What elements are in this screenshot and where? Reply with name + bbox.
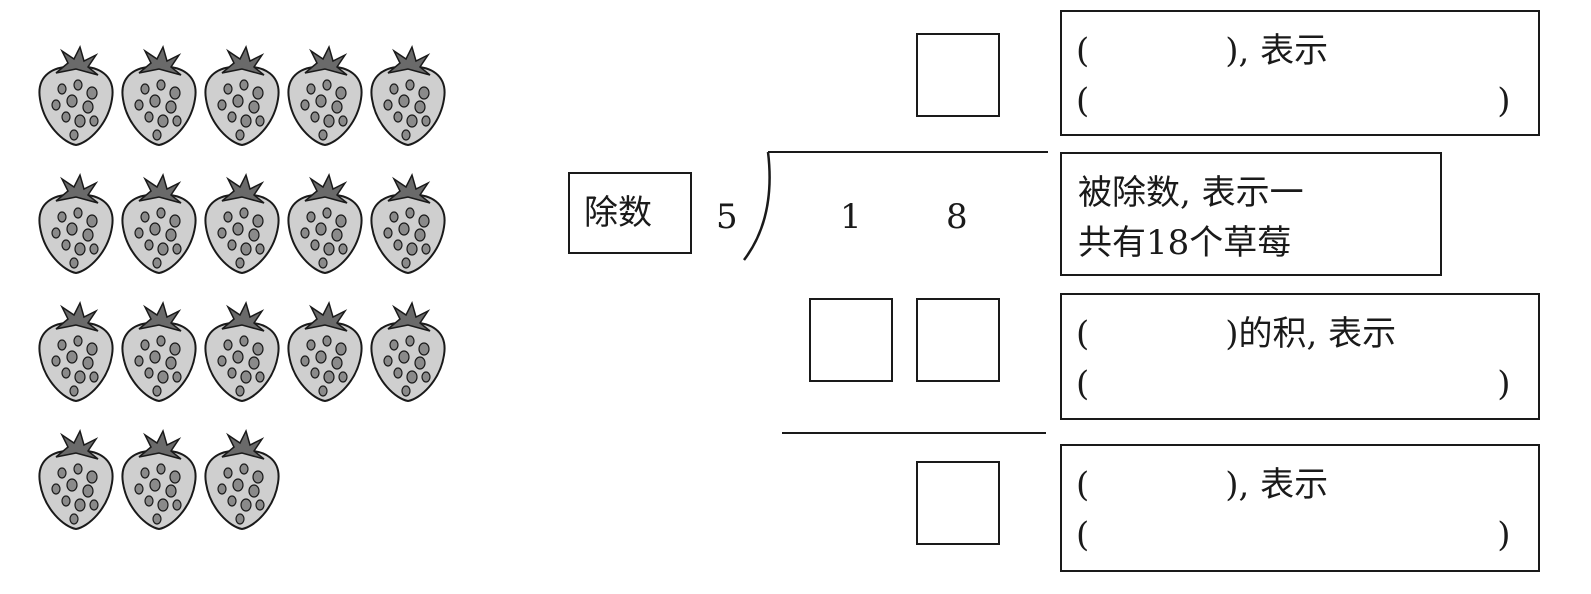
dividend-annotation-line1: 被除数, 表示一 bbox=[1078, 173, 1304, 213]
strawberry-icon bbox=[121, 428, 197, 531]
quotient-annotation-box: ( ), 表示 ( ) bbox=[1060, 10, 1540, 136]
strawberry-icon bbox=[204, 428, 280, 531]
quotient-answer-box[interactable] bbox=[916, 33, 1000, 117]
quotient-annotation-line2: ( ) bbox=[1076, 81, 1511, 121]
strawberry-icon bbox=[121, 300, 197, 403]
strawberry-icon bbox=[370, 44, 446, 147]
strawberry-icon bbox=[38, 44, 114, 147]
product-tens-answer-box[interactable] bbox=[809, 298, 893, 382]
product-annotation-box: ( )的积, 表示 ( ) bbox=[1060, 293, 1540, 420]
strawberry-icon bbox=[370, 172, 446, 275]
remainder-annotation-line1: ( ), 表示 bbox=[1076, 465, 1329, 505]
strawberry-grid bbox=[38, 44, 446, 531]
strawberry-icon bbox=[204, 44, 280, 147]
product-annotation-line2: ( ) bbox=[1076, 364, 1511, 404]
dividend-annotation-line2: 共有18个草莓 bbox=[1078, 223, 1292, 263]
strawberry-icon bbox=[287, 44, 363, 147]
strawberry-icon bbox=[38, 172, 114, 275]
division-bracket bbox=[743, 151, 1048, 261]
strawberry-icon bbox=[38, 300, 114, 403]
product-annotation-line1: ( )的积, 表示 bbox=[1076, 314, 1397, 354]
strawberry-icon bbox=[287, 300, 363, 403]
remainder-answer-box[interactable] bbox=[916, 461, 1000, 545]
strawberry-icon bbox=[204, 300, 280, 403]
divisor-value: 5 bbox=[716, 197, 738, 237]
strawberry-icon bbox=[287, 172, 363, 275]
divisor-label: 除数 bbox=[584, 193, 652, 233]
subtraction-line bbox=[782, 432, 1046, 434]
dividend-annotation-box: 被除数, 表示一 共有18个草莓 bbox=[1060, 152, 1442, 276]
quotient-annotation-line1: ( ), 表示 bbox=[1076, 31, 1329, 71]
dividend-digit-tens: 1 bbox=[840, 197, 862, 237]
strawberry-icon bbox=[121, 172, 197, 275]
strawberry-icon bbox=[121, 44, 197, 147]
strawberry-icon bbox=[370, 300, 446, 403]
strawberry-icon bbox=[204, 172, 280, 275]
divisor-label-box: 除数 bbox=[568, 172, 692, 254]
remainder-annotation-box: ( ), 表示 ( ) bbox=[1060, 444, 1540, 572]
dividend-digit-ones: 8 bbox=[946, 197, 968, 237]
product-ones-answer-box[interactable] bbox=[916, 298, 1000, 382]
strawberry-icon bbox=[38, 428, 114, 531]
remainder-annotation-line2: ( ) bbox=[1076, 515, 1511, 555]
